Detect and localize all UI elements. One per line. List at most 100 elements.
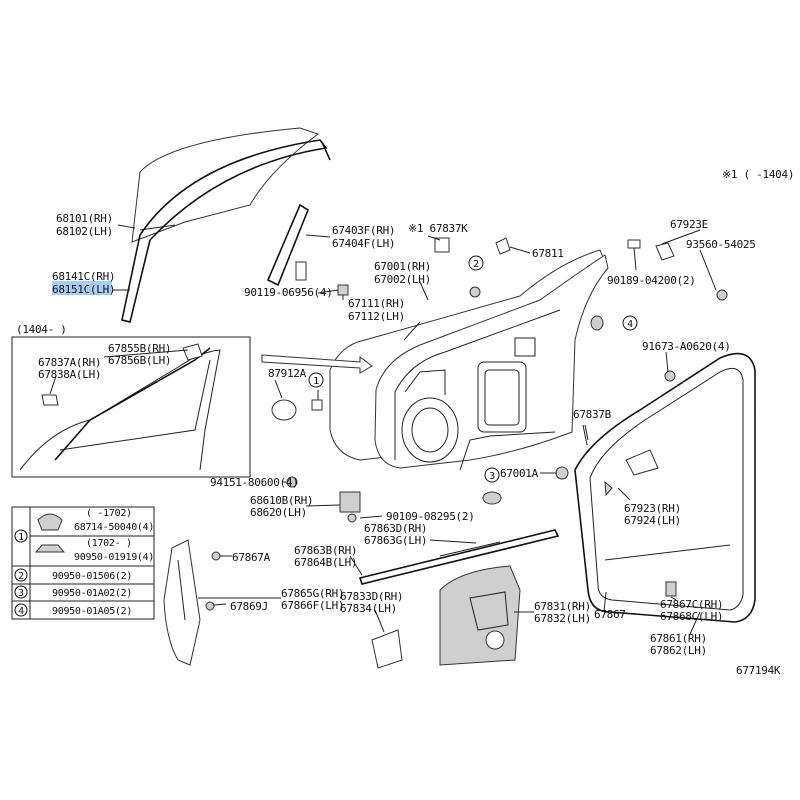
svg-text:(1702- ): (1702- ) xyxy=(86,538,132,549)
clip-icon xyxy=(37,513,63,531)
svg-text:90950-01A02(2): 90950-01A02(2) xyxy=(52,588,132,599)
door-weatherstrip xyxy=(574,352,756,623)
fastener-94151 xyxy=(286,476,298,488)
bolt-90189 xyxy=(627,239,728,301)
svg-text:90950-01A05(2): 90950-01A05(2) xyxy=(52,606,132,617)
svg-text:4: 4 xyxy=(627,319,633,330)
label-67811: 67811 xyxy=(532,247,564,260)
fastener-2a xyxy=(469,286,481,298)
clip-4 xyxy=(590,315,604,331)
legend-row: 4 90950-01A05(2) xyxy=(14,603,132,617)
svg-text:68714-50040(4): 68714-50040(4) xyxy=(74,522,154,533)
version-note: ※1 ( -1404) xyxy=(722,168,794,181)
label-67001a: 67001A xyxy=(500,467,539,480)
label-67862: 67862(LH) xyxy=(650,644,707,657)
label-67837k: ※1 67837K xyxy=(408,222,468,235)
label-67867a: 67867A xyxy=(232,551,271,564)
svg-text:4: 4 xyxy=(18,606,24,617)
door-inner-frame xyxy=(374,254,609,471)
screw-90119 xyxy=(337,284,349,300)
label-67834: 67834(LH) xyxy=(340,602,397,615)
svg-text:1: 1 xyxy=(313,376,319,387)
callout-circle: 3 xyxy=(484,467,500,483)
svg-text:2: 2 xyxy=(473,259,479,270)
label-67867: 67867 xyxy=(594,608,626,621)
label-68610b: 68610B(RH) xyxy=(250,494,313,507)
legend-row: (1702- ) 90950-01919(4) xyxy=(74,538,154,563)
label-94151: 94151-80600(4) xyxy=(210,476,299,489)
direction-arrow xyxy=(261,354,373,374)
label-67861: 67861(RH) xyxy=(650,632,707,645)
callout-circle: 4 xyxy=(622,315,638,331)
svg-text:3: 3 xyxy=(489,471,495,482)
label-67869j: 67869J xyxy=(230,600,268,613)
label-67404f: 67404F(LH) xyxy=(332,237,395,250)
cover-87912a xyxy=(271,399,323,421)
leader-lines xyxy=(49,224,717,635)
label-67867c: 67867C(RH) xyxy=(660,598,723,611)
label-68102: 68102(LH) xyxy=(56,225,113,238)
label-90119: 90119-06956(4) xyxy=(244,286,333,299)
label-67837b: 67837B xyxy=(573,408,612,421)
legend-row: 2 90950-01506(2) xyxy=(14,568,132,582)
label-68101: 68101(RH) xyxy=(56,212,113,225)
label-67923e: 67923E xyxy=(670,218,708,231)
label-67831: 67831(RH) xyxy=(534,600,591,613)
svg-text:3: 3 xyxy=(18,588,24,599)
svg-text:90950-01919(4): 90950-01919(4) xyxy=(74,552,154,563)
label-67833d: 67833D(RH) xyxy=(340,590,403,603)
label-67865g: 67865G(RH) xyxy=(281,587,344,600)
label-67863g: 67863G(LH) xyxy=(364,534,427,547)
label-67863b: 67863B(RH) xyxy=(294,544,357,557)
clip-67811 xyxy=(495,237,511,255)
label-90189: 90189-04200(2) xyxy=(607,274,696,287)
diagram-id: 677194K xyxy=(736,664,781,677)
highlight-68151c xyxy=(52,281,112,295)
svg-text:( -1702): ( -1702) xyxy=(86,508,132,519)
label-67001: 67001(RH) xyxy=(374,260,431,273)
label-67866f: 67866F(LH) xyxy=(281,599,344,612)
label-87912a: 87912A xyxy=(268,367,307,380)
label-67924: 67924(LH) xyxy=(624,514,681,527)
label-67923: 67923(RH) xyxy=(624,502,681,515)
legend-row: 1 ( -1702) 68714-50040(4) xyxy=(14,508,154,543)
label-67856b: 67856B(LH) xyxy=(108,354,171,367)
inset-panel xyxy=(11,336,251,478)
svg-text:1: 1 xyxy=(18,532,24,543)
label-90109: 90109-08295(2) xyxy=(386,510,475,523)
clip-icon xyxy=(34,544,66,553)
label-67112: 67112(LH) xyxy=(348,310,405,323)
pocket-67833 xyxy=(371,629,403,669)
label-67111: 67111(RH) xyxy=(348,297,405,310)
label-67832: 67832(LH) xyxy=(534,612,591,625)
belt-moulding xyxy=(358,529,560,585)
clip-67837k xyxy=(434,237,450,253)
label-67863d: 67863D(RH) xyxy=(364,522,427,535)
label-67864b: 67864B(LH) xyxy=(294,556,357,569)
label-67403f: 67403F(RH) xyxy=(332,224,395,237)
legend-row: 3 90950-01A02(2) xyxy=(14,585,132,599)
bolt-91673 xyxy=(664,370,676,382)
door-trim-panel xyxy=(439,565,521,666)
label-67002: 67002(LH) xyxy=(374,273,431,286)
division-bar xyxy=(266,203,309,287)
glass-run-channel xyxy=(121,139,331,323)
label-67838a: 67838A(LH) xyxy=(38,368,101,381)
svg-text:2: 2 xyxy=(18,571,24,582)
label-67837a: 67837A(RH) xyxy=(38,356,101,369)
label-93560: 93560-54025 xyxy=(686,238,756,251)
label-68141c: 68141C(RH) xyxy=(52,270,115,283)
fastener-legend-table: 1 ( -1702) 68714-50040(4) (1702- ) 90950… xyxy=(11,506,155,620)
rear-trim-strip xyxy=(163,539,221,666)
clip-67001a xyxy=(482,466,569,505)
part-labels: ※1 ( -1404) 68101(RH) 68102(LH) 68141C(R… xyxy=(16,168,794,677)
label-67855b: 67855B(RH) xyxy=(108,342,171,355)
label-68151c: 68151C(LH) xyxy=(52,283,115,296)
inset-version-note: (1404- ) xyxy=(16,323,67,336)
callout-circle: 1 xyxy=(308,372,324,388)
label-68620: 68620(LH) xyxy=(250,506,307,519)
door-hinge xyxy=(339,491,361,523)
svg-text:90950-01506(2): 90950-01506(2) xyxy=(52,571,132,582)
